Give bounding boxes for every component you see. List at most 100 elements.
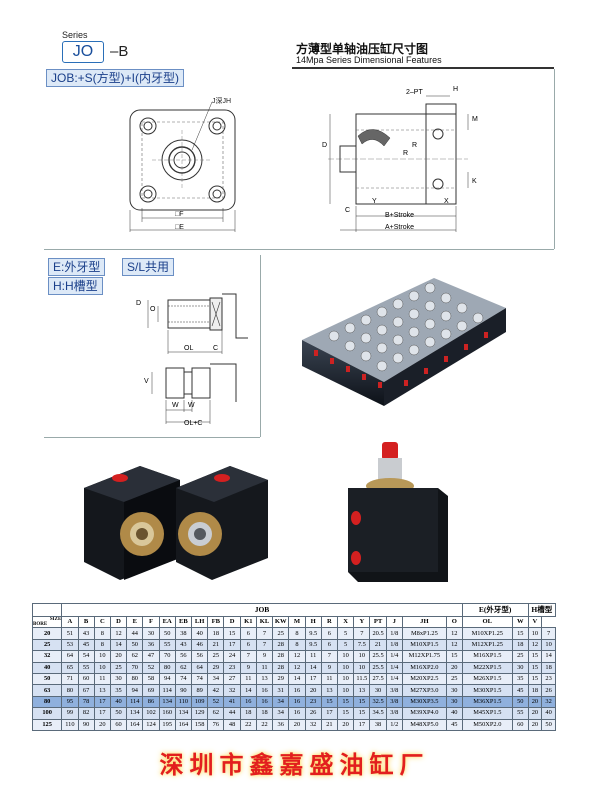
table-cell: 65 <box>61 661 79 674</box>
column-header-10: D <box>223 615 241 629</box>
table-cell: 18 <box>541 661 556 674</box>
table-cell: 36 <box>142 638 160 652</box>
table-cell: 40 <box>191 627 209 640</box>
table-cell: 55 <box>158 638 176 652</box>
h-label-w1: W <box>172 402 179 409</box>
section-label-h: H:H槽型 <box>48 277 103 295</box>
section-label-sl: S/L共用 <box>122 258 175 276</box>
table-cell: 21 <box>207 638 225 652</box>
table-cell: 25 <box>511 650 529 663</box>
table-cell: 20.5 <box>369 627 387 640</box>
bore-cell: 40 <box>31 661 63 674</box>
table-cell: 62 <box>207 707 225 720</box>
column-header-2: C <box>93 615 111 629</box>
column-header-1: B <box>77 615 95 629</box>
bore-label: BORE <box>33 622 48 628</box>
footer-band <box>0 735 589 800</box>
table-cell: 30 <box>142 627 160 640</box>
cylinder-stack-photo <box>302 278 506 406</box>
column-header-24: W <box>511 615 529 629</box>
table-cell: M39XP4.0 <box>401 707 447 720</box>
table-cell: 76 <box>207 718 225 731</box>
table-cell: 28 <box>272 638 290 652</box>
table-cell: 58 <box>142 672 160 686</box>
table-cell: 40 <box>445 707 463 720</box>
table-cell: 34 <box>272 695 290 709</box>
column-header-22: O <box>445 615 463 629</box>
table-cell: 56 <box>174 650 193 663</box>
h-label-olc: OL+C <box>184 420 203 427</box>
table-cell: 18 <box>239 707 257 720</box>
table-cell: 1/2 <box>385 718 403 731</box>
table-cell: 50 <box>126 638 144 652</box>
title-chinese: 方薄型单轴油压缸尺寸图 <box>296 42 429 56</box>
column-header-21: JH <box>401 615 447 629</box>
column-header-23: OL <box>461 615 513 629</box>
table-cell: 43 <box>174 638 193 652</box>
table-cell: 7 <box>255 638 274 652</box>
table-cell: 134 <box>174 707 193 720</box>
table-cell: 114 <box>126 695 144 709</box>
column-header-19: PT <box>369 615 387 629</box>
group-header-e: E(外牙型) <box>461 603 529 617</box>
column-header-15: H <box>304 615 322 629</box>
table-cell: 10 <box>337 650 355 663</box>
table-cell: 89 <box>191 684 209 697</box>
table-cell: 90 <box>174 684 193 697</box>
table-cell: 64 <box>191 661 209 674</box>
side-view-drawing <box>328 95 469 232</box>
table-cell: 15 <box>511 627 529 640</box>
table-cell: 52 <box>207 695 225 709</box>
column-header-16: R <box>320 615 339 629</box>
table-cell: 64 <box>61 650 79 663</box>
table-cell: 16 <box>239 695 257 709</box>
series-suffix: –B <box>110 43 129 60</box>
table-cell: 11 <box>320 672 339 686</box>
table-cell: 1/4 <box>385 650 403 663</box>
table-cell: 62 <box>126 650 144 663</box>
table-cell: 30 <box>109 672 128 686</box>
table-cell: 11.5 <box>353 672 371 686</box>
column-header-20: J <box>385 615 403 629</box>
table-cell: 7 <box>255 627 274 640</box>
table-cell: 14 <box>109 638 128 652</box>
column-header-25: V <box>527 615 543 629</box>
bore-cell: 80 <box>31 695 63 709</box>
table-cell: 17 <box>93 695 111 709</box>
table-cell: 32.5 <box>369 695 387 709</box>
table-cell: 34.5 <box>369 707 387 720</box>
table-cell: 15 <box>337 695 355 709</box>
e-label-o: O <box>150 306 156 313</box>
table-cell: 109 <box>191 695 209 709</box>
table-cell: 10 <box>353 661 371 674</box>
table-cell: M30XP3.5 <box>401 695 447 709</box>
front-view-label-hole: J深JH <box>212 98 232 105</box>
table-cell: 15 <box>527 672 543 686</box>
table-cell: 9.5 <box>304 627 322 640</box>
table-cell: 21 <box>369 638 387 652</box>
table-cell: 56 <box>191 650 209 663</box>
bore-cell: 125 <box>31 718 63 731</box>
table-cell: 55 <box>77 661 95 674</box>
table-cell: 80 <box>158 661 176 674</box>
table-cell: 32 <box>541 695 556 709</box>
table-cell: 34 <box>207 672 225 686</box>
table-cell: 25 <box>272 627 290 640</box>
table-cell: 10 <box>527 627 543 640</box>
table-cell: 38 <box>369 718 387 731</box>
table-cell: 164 <box>174 718 193 731</box>
table-cell: 25 <box>207 650 225 663</box>
table-cell: 23 <box>541 672 556 686</box>
table-cell: 9 <box>320 661 339 674</box>
table-cell: 13 <box>93 684 111 697</box>
side-label-y: Y <box>372 198 377 205</box>
table-cell: 8 <box>93 627 111 640</box>
table-cell: M8xP1.25 <box>401 627 447 640</box>
bore-cell: 32 <box>31 650 63 663</box>
table-cell: 42 <box>207 684 225 697</box>
side-label-d: D <box>322 142 328 149</box>
table-cell: 32 <box>223 684 241 697</box>
e-label-ol: OL <box>184 345 194 352</box>
